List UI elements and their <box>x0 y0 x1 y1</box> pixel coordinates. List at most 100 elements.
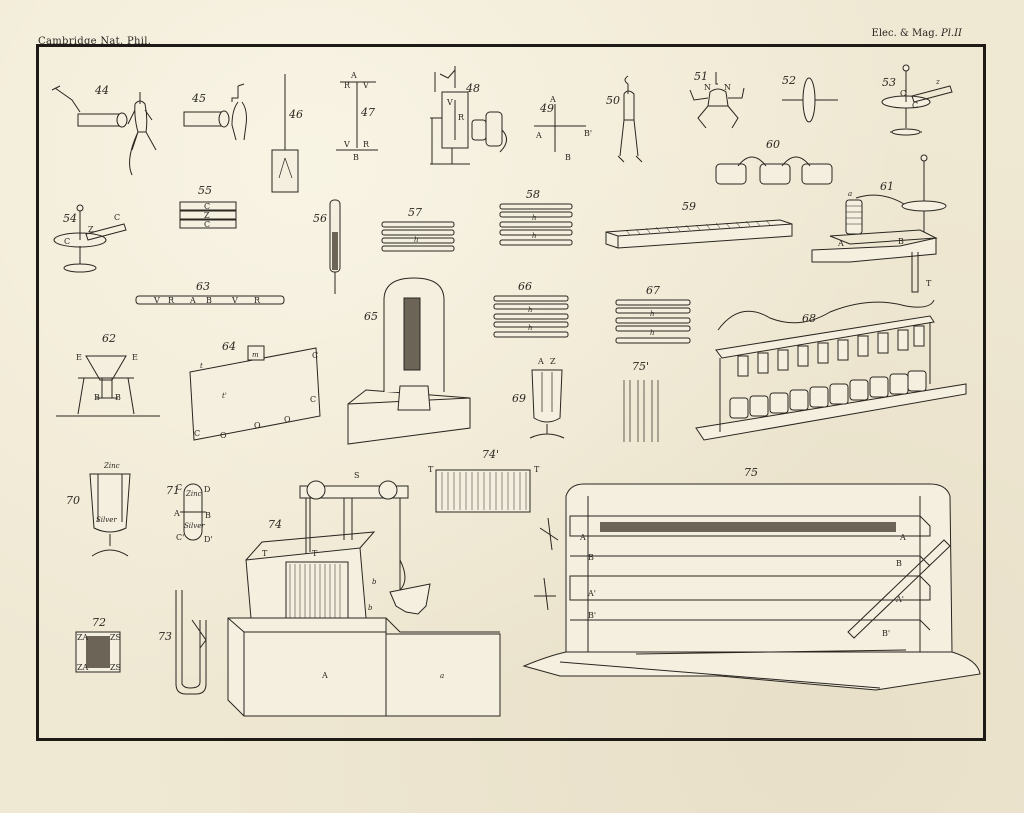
figure-70: 70 Zinc Silver <box>66 462 131 557</box>
figure-75: 75 A A B B A' A' B' B' <box>522 466 981 691</box>
fig47-label-R-top: R <box>344 81 351 90</box>
figure-55-number: 55 <box>198 184 212 197</box>
fig75-label-Ap: A' <box>587 589 596 598</box>
fig59-cell-dividers <box>625 219 771 236</box>
fig54-label-Z: Z <box>88 225 94 234</box>
fig72-label-ZS-bottom: ZS <box>110 663 121 672</box>
fig71-label-C: C <box>176 483 182 492</box>
figure-55: 55 C Z C <box>179 184 237 229</box>
fig63-label-R-left: R <box>168 296 175 305</box>
fig63-label-R-right: R <box>254 296 261 305</box>
figure-59-number: 59 <box>682 200 696 213</box>
figure-60-number: 60 <box>766 138 780 151</box>
fig75-label-A: A <box>579 533 586 542</box>
fig48-label-V: V <box>446 98 453 107</box>
fig48-label-R: R <box>458 113 465 122</box>
fig75-label-Ap-right: A' <box>895 595 904 604</box>
figure-74: 74 S T T b b A a <box>227 471 501 717</box>
figure-56-number: 56 <box>313 212 327 225</box>
figure-64: 64 m C C C O O O t t' <box>189 340 321 441</box>
figure-63-number: 63 <box>196 280 210 293</box>
figure-74-prime: 74' T T <box>428 448 540 513</box>
fig75-label-B-right: B <box>896 559 902 568</box>
figure-48: 48 V R <box>430 66 507 165</box>
figure-74-number: 74 <box>268 518 282 531</box>
fig58-label-h2: h <box>532 232 537 240</box>
fig55-label-C-bottom: C <box>204 220 210 229</box>
fig74-label-A: A <box>321 671 328 680</box>
figure-49: 49 A A B' B <box>534 95 592 162</box>
fig64-label-tp: t' <box>222 392 227 400</box>
fig53-label-C2: C <box>912 101 918 110</box>
figure-74-prime-number: 74' <box>482 448 499 461</box>
figure-58: 58 h h <box>499 188 573 246</box>
figure-61-number: 61 <box>880 180 894 193</box>
figure-64-number: 64 <box>222 340 236 353</box>
fig66-label-h2: h <box>528 324 533 332</box>
figure-44-number: 44 <box>94 84 109 97</box>
fig63-label-V-right: V <box>231 296 238 305</box>
fig55-label-C-top: C <box>204 202 210 211</box>
fig47-label-B: B <box>353 153 359 162</box>
fig57-label-h: h <box>414 236 419 244</box>
fig53-label-z: z <box>935 78 940 86</box>
figure-45-number: 45 <box>191 92 206 105</box>
fig71-label-B: B <box>205 511 211 520</box>
figure-67: 67 h h <box>615 284 691 344</box>
figure-53-number: 53 <box>882 76 896 89</box>
header-right: Elec. & Mag. Pl.II <box>872 28 962 39</box>
fig64-label-m: m <box>252 351 259 359</box>
figure-62: 62 E E B B <box>56 332 160 417</box>
figure-63: 63 V R A B V R <box>135 280 285 305</box>
figure-70-number: 70 <box>66 494 80 507</box>
figure-65-number: 65 <box>364 310 378 323</box>
fig71-label-zinc: Zinc <box>185 490 202 498</box>
figure-66-number: 66 <box>518 280 532 293</box>
fig74-label-T-left: T <box>262 549 268 558</box>
figure-44: 44 <box>51 84 157 176</box>
fig67-label-h2: h <box>650 329 655 337</box>
fig49-label-Bp: B' <box>584 129 592 138</box>
figure-47-number: 47 <box>360 106 375 119</box>
fig47-label-R-bottom: R <box>363 140 370 149</box>
figure-58-number: 58 <box>526 188 540 201</box>
fig61-label-B: B <box>898 237 904 246</box>
fig61-label-a: a <box>848 190 852 198</box>
fig64-label-C-top: C <box>312 351 318 360</box>
figure-49-number: 49 <box>539 102 554 115</box>
fig75-label-Bp-right: B' <box>882 629 890 638</box>
fig61-label-T: T <box>926 279 932 288</box>
fig72-label-ZS-top: ZS <box>110 633 121 642</box>
figure-51: 51 N N <box>689 70 745 129</box>
figure-47: A R V 47 V R B <box>336 71 378 162</box>
fig71-label-silver: Silver <box>184 522 205 530</box>
figure-57: 57 h <box>381 206 455 252</box>
fig54-label-C: C <box>64 237 70 246</box>
fig75-label-Bp: B' <box>588 611 596 620</box>
figure-73-number: 73 <box>158 630 172 643</box>
figure-66: 66 h h <box>493 280 569 338</box>
fig63-label-B: B <box>206 296 212 305</box>
figure-75-number: 75 <box>744 466 758 479</box>
figure-69: 69 A Z <box>512 357 565 439</box>
fig74-label-T-right: T <box>312 549 318 558</box>
fig68-cups <box>729 370 927 419</box>
figure-52-number: 52 <box>782 74 796 87</box>
figure-65: 65 <box>347 277 471 445</box>
fig67-label-h1: h <box>650 310 655 318</box>
fig47-label-V-bottom: V <box>343 140 350 149</box>
fig51-label-N-left: N <box>704 83 711 92</box>
fig47-label-A: A <box>350 71 357 80</box>
figure-72: 72 ZA ZS ZA ZS <box>75 616 121 673</box>
fig62-label-E-left: E <box>76 353 82 362</box>
figure-45: 45 <box>183 83 247 141</box>
figure-53: 53 C z C <box>881 64 953 136</box>
fig64-label-O2: O <box>254 421 261 430</box>
fig49-label-A-top: A <box>549 95 556 104</box>
fig74p-label-T-right: T <box>534 465 540 474</box>
fig61-label-A: A <box>837 239 844 248</box>
fig74-label-S: S <box>354 471 359 480</box>
fig54-label-C2: C <box>114 213 120 222</box>
